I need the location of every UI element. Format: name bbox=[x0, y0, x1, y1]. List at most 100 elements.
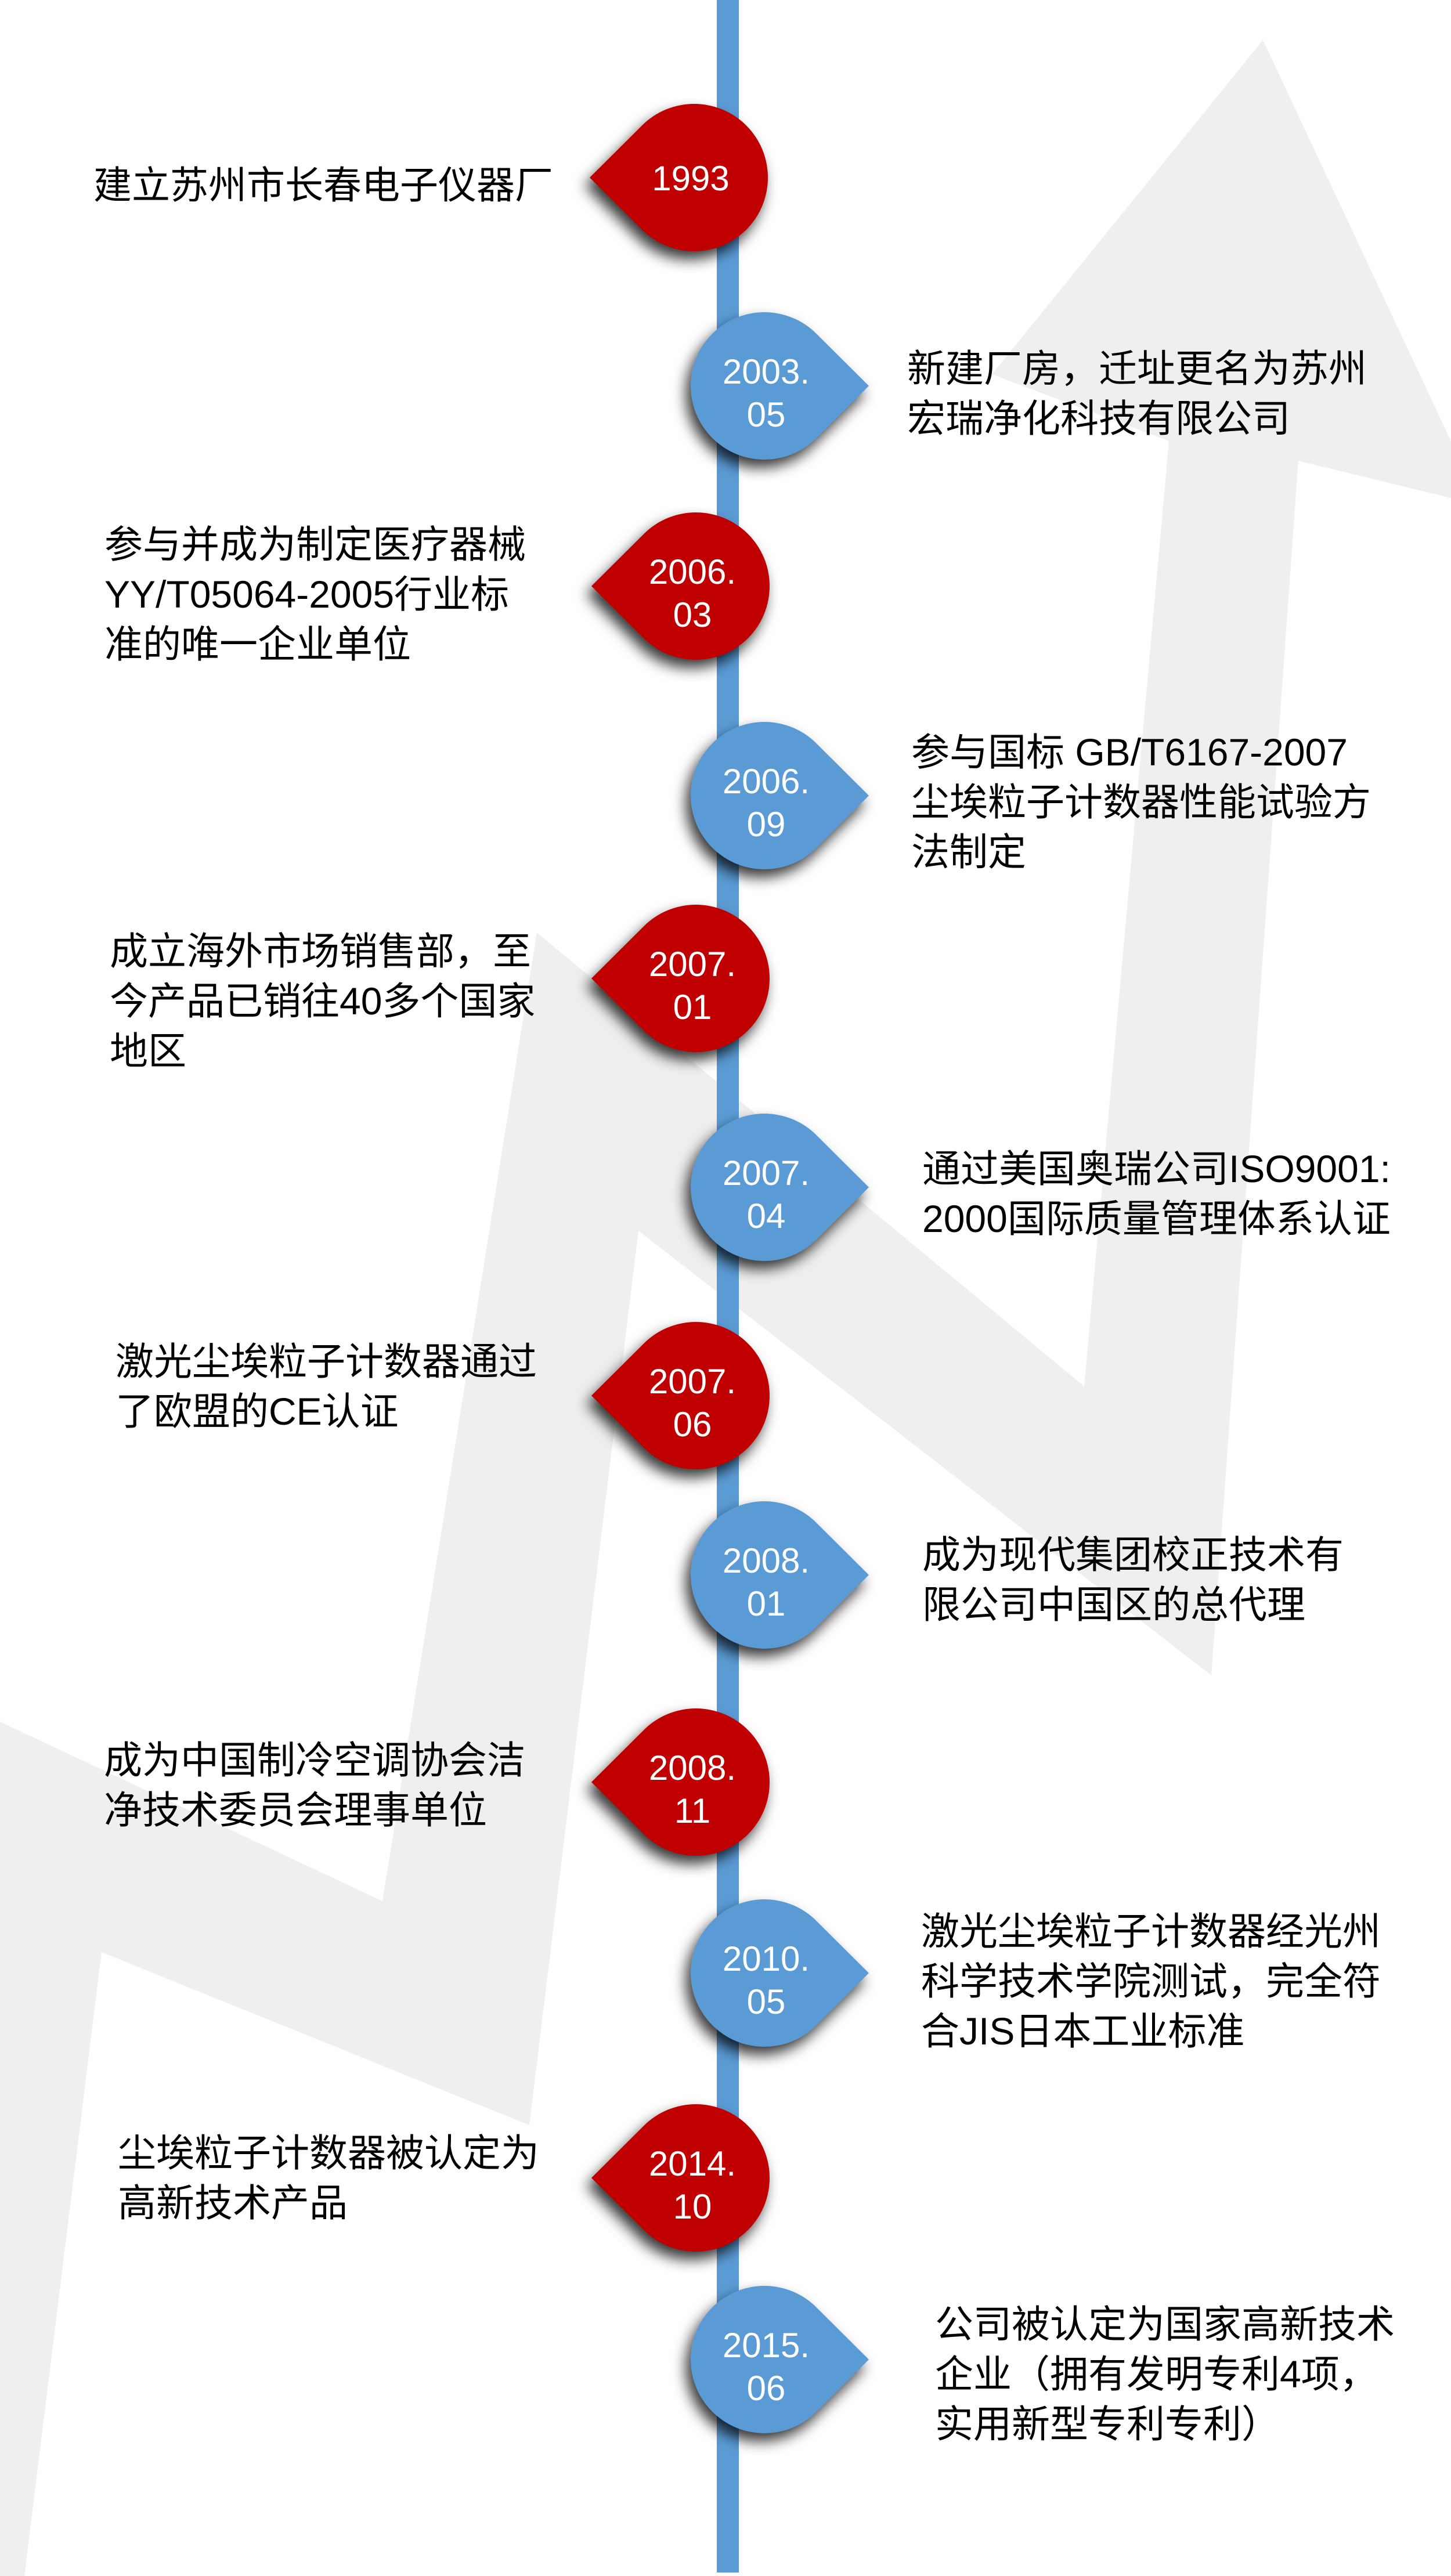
teardrop-shape bbox=[591, 512, 770, 660]
teardrop-shape bbox=[690, 2286, 869, 2433]
teardrop-shape bbox=[690, 312, 869, 460]
date-line: 10 bbox=[673, 2187, 712, 2226]
description-line: 地区 bbox=[110, 1029, 186, 1072]
marker-date-label: 2006. 03 bbox=[623, 551, 762, 637]
description-line: 合JIS日本工业标准 bbox=[921, 2010, 1245, 2053]
description-line: 实用新型专利专利） bbox=[935, 2402, 1280, 2445]
description-line: 宏瑞净化科技有限公司 bbox=[907, 397, 1290, 440]
date-line: 2006. bbox=[648, 552, 737, 591]
event-description: 尘埃粒子计数器被认定为 高新技术产品 bbox=[118, 2128, 539, 2228]
teardrop-pin-right-icon bbox=[690, 2286, 869, 2433]
date-line: 2003. bbox=[722, 352, 810, 391]
date-line: 2007. bbox=[648, 1362, 737, 1401]
teardrop-pin-left-icon bbox=[591, 512, 770, 660]
event-description: 公司被认定为国家高新技术 企业（拥有发明专利4项， 实用新型专利专利） bbox=[935, 2299, 1395, 2449]
teardrop-shape bbox=[591, 1322, 770, 1469]
marker-date-label: 2008. 01 bbox=[696, 1540, 836, 1625]
date-line: 05 bbox=[746, 1982, 786, 2021]
marker-date-label: 2015. 06 bbox=[696, 2324, 836, 2410]
event-description: 成立海外市场销售部，至 今产品已销往40多个国家 地区 bbox=[110, 926, 535, 1076]
description-line: 准的唯一企业单位 bbox=[104, 623, 411, 666]
date-line: 2010. bbox=[722, 1939, 810, 1978]
marker-date-label: 2014. 10 bbox=[623, 2143, 762, 2228]
description-line: 限公司中国区的总代理 bbox=[922, 1583, 1305, 1626]
date-line: 06 bbox=[746, 2369, 786, 2408]
date-line: 01 bbox=[673, 988, 712, 1027]
description-line: 尘埃粒子计数器被认定为 bbox=[118, 2131, 539, 2174]
description-line: 科学技术学院测试，完全符 bbox=[921, 1960, 1381, 2003]
event-description: 成为现代集团校正技术有 限公司中国区的总代理 bbox=[922, 1530, 1344, 1630]
teardrop-shape bbox=[690, 1114, 869, 1261]
date-line: 04 bbox=[746, 1197, 786, 1235]
description-line: 成为现代集团校正技术有 bbox=[922, 1533, 1344, 1576]
teardrop-pin-left-icon bbox=[591, 1708, 770, 1856]
date-line: 09 bbox=[746, 805, 786, 844]
marker-date-label: 2007. 01 bbox=[623, 943, 762, 1029]
date-line: 06 bbox=[673, 1405, 712, 1444]
description-line: 建立苏州市长春电子仪器厂 bbox=[93, 164, 553, 207]
marker-date-label: 2006. 09 bbox=[696, 760, 836, 846]
zigzag-growth-arrow-icon bbox=[0, 40, 1451, 2576]
event-description: 参与国标 GB/T6167-2007 尘埃粒子计数器性能试验方 法制定 bbox=[911, 727, 1371, 877]
date-line: 1993 bbox=[652, 159, 730, 198]
description-line: 了欧盟的CE认证 bbox=[115, 1390, 399, 1433]
description-line: YY/T05064-2005行业标 bbox=[104, 573, 510, 616]
teardrop-pin-right-icon bbox=[690, 1114, 869, 1261]
description-line: 公司被认定为国家高新技术 bbox=[935, 2303, 1395, 2346]
teardrop-pin-right-icon bbox=[690, 312, 869, 460]
teardrop-shape bbox=[690, 722, 869, 869]
teardrop-shape bbox=[690, 1899, 869, 2047]
description-line: 高新技术产品 bbox=[118, 2181, 348, 2224]
event-description: 激光尘埃粒子计数器通过 了欧盟的CE认证 bbox=[115, 1336, 537, 1436]
description-line: 参与并成为制定医疗器械 bbox=[104, 523, 526, 566]
teardrop-pin-left-icon bbox=[591, 2104, 770, 2252]
teardrop-pin-left-icon bbox=[591, 1322, 770, 1469]
date-line: 2014. bbox=[648, 2144, 737, 2183]
description-line: 净技术委员会理事单位 bbox=[104, 1789, 487, 1831]
marker-date-label: 2007. 04 bbox=[696, 1152, 836, 1238]
marker-date-label: 1993 bbox=[621, 157, 760, 200]
marker-date-label: 2007. 06 bbox=[623, 1360, 762, 1446]
teardrop-pin-right-icon bbox=[690, 722, 869, 869]
event-description: 激光尘埃粒子计数器经光州 科学技术学院测试，完全符 合JIS日本工业标准 bbox=[921, 1906, 1381, 2056]
date-line: 2008. bbox=[648, 1748, 737, 1787]
date-line: 05 bbox=[746, 395, 786, 434]
event-description: 参与并成为制定医疗器械 YY/T05064-2005行业标 准的唯一企业单位 bbox=[104, 519, 526, 669]
description-line: 今产品已销往40多个国家 bbox=[110, 980, 536, 1023]
teardrop-pin-left-icon bbox=[591, 905, 770, 1052]
description-line: 通过美国奥瑞公司ISO9001: bbox=[922, 1147, 1391, 1190]
description-line: 新建厂房，迁址更名为苏州 bbox=[907, 347, 1367, 390]
event-description: 通过美国奥瑞公司ISO9001: 2000国际质量管理体系认证 bbox=[922, 1144, 1391, 1244]
date-line: 2007. bbox=[648, 945, 737, 984]
marker-date-label: 2008. 11 bbox=[623, 1747, 762, 1833]
teardrop-shape bbox=[591, 2104, 770, 2252]
description-line: 尘埃粒子计数器性能试验方 bbox=[911, 781, 1371, 823]
date-line: 11 bbox=[674, 1791, 711, 1830]
event-description: 建立苏州市长春电子仪器厂 bbox=[93, 160, 553, 210]
teardrop-shape bbox=[591, 905, 770, 1052]
marker-date-label: 2003. 05 bbox=[696, 351, 836, 436]
teardrop-pin-right-icon bbox=[690, 1899, 869, 2047]
description-line: 成立海外市场销售部，至 bbox=[110, 930, 531, 973]
description-line: 成为中国制冷空调协会洁 bbox=[104, 1739, 525, 1782]
date-line: 03 bbox=[673, 595, 712, 634]
description-line: 激光尘埃粒子计数器经光州 bbox=[921, 1910, 1381, 1953]
description-line: 参与国标 GB/T6167-2007 bbox=[911, 731, 1348, 774]
teardrop-shape bbox=[590, 104, 768, 251]
description-line: 法制定 bbox=[911, 830, 1026, 873]
teardrop-pin-left-icon bbox=[590, 104, 768, 251]
teardrop-shape bbox=[591, 1708, 770, 1856]
teardrop-shape bbox=[690, 1501, 869, 1649]
marker-date-label: 2010. 05 bbox=[696, 1938, 836, 2024]
date-line: 2015. bbox=[722, 2326, 810, 2365]
description-line: 企业（拥有发明专利4项， bbox=[935, 2353, 1378, 2396]
event-description: 成为中国制冷空调协会洁 净技术委员会理事单位 bbox=[104, 1735, 525, 1835]
teardrop-pin-right-icon bbox=[690, 1501, 869, 1649]
description-line: 2000国际质量管理体系认证 bbox=[922, 1197, 1391, 1240]
date-line: 01 bbox=[746, 1584, 786, 1623]
date-line: 2006. bbox=[722, 762, 810, 801]
event-description: 新建厂房，迁址更名为苏州 宏瑞净化科技有限公司 bbox=[907, 344, 1367, 443]
description-line: 激光尘埃粒子计数器通过 bbox=[115, 1340, 537, 1383]
date-line: 2008. bbox=[722, 1541, 810, 1580]
